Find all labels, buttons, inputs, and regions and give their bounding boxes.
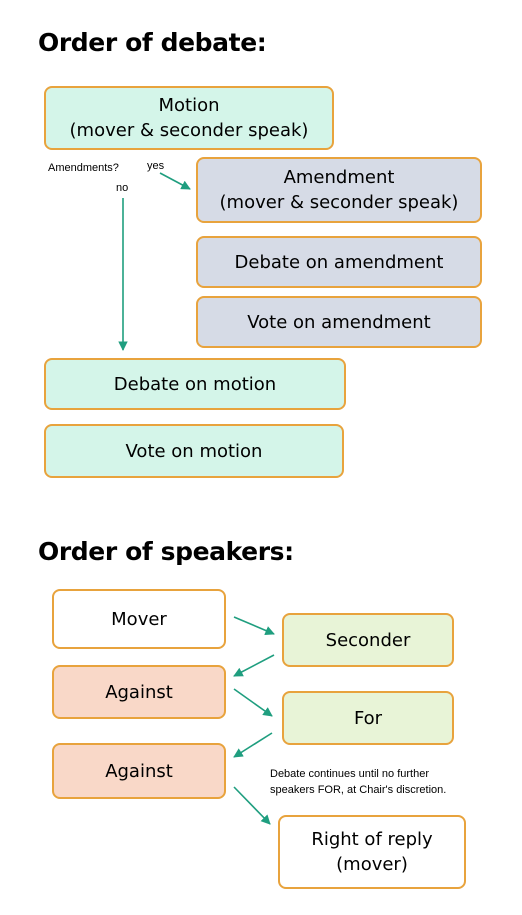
against-label-2: Against (105, 760, 173, 782)
vote-on-amendment-label: Vote on amendment (247, 311, 431, 333)
mover-label: Mover (111, 608, 167, 630)
against-box-2: Against (52, 743, 226, 799)
mover-box: Mover (52, 589, 226, 649)
seconder-box: Seconder (282, 613, 454, 667)
yes-label: yes (147, 160, 165, 172)
arrow-against-to-for (233, 688, 273, 717)
vote-on-amendment-box: Vote on amendment (196, 296, 482, 348)
debate-on-motion-box: Debate on motion (44, 358, 346, 410)
amendment-box: Amendment (mover & seconder speak) (196, 157, 482, 223)
arrow-yes-to-amendment (159, 172, 191, 190)
for-label: For (353, 707, 383, 729)
vote-on-motion-label: Vote on motion (125, 440, 263, 462)
vote-on-motion-box: Vote on motion (44, 424, 344, 478)
arrow-seconder-to-against (233, 654, 275, 677)
debate-on-amendment-box: Debate on amendment (196, 236, 482, 288)
right-of-reply-box: Right of reply (mover) (278, 815, 466, 889)
arrow-against-to-right-of-reply (233, 786, 271, 825)
note-line-1: Debate continues until no further (270, 768, 429, 780)
debate-on-motion-label: Debate on motion (113, 373, 277, 395)
amendment-title: Amendment (283, 167, 395, 188)
debate-on-amendment-label: Debate on amendment (234, 251, 444, 273)
motion-box: Motion (mover & seconder speak) (44, 86, 334, 150)
arrow-for-to-against (233, 732, 273, 758)
for-box: For (282, 691, 454, 745)
right-of-reply-subtitle: (mover) (336, 854, 408, 875)
order-of-speakers-heading: Order of speakers: (38, 537, 294, 566)
seconder-label: Seconder (325, 629, 411, 651)
against-label-1: Against (105, 681, 173, 703)
amendments-question-label: Amendments? (48, 162, 119, 174)
no-label: no (116, 182, 129, 194)
debate-continues-note: Debate continues until no further speake… (270, 766, 446, 798)
amendment-subtitle: (mover & seconder speak) (219, 192, 459, 213)
note-line-2: speakers FOR, at Chair's discretion. (270, 784, 447, 796)
order-of-debate-heading: Order of debate: (38, 28, 267, 57)
right-of-reply-title: Right of reply (311, 829, 433, 850)
motion-subtitle: (mover & seconder speak) (69, 120, 309, 141)
motion-title: Motion (158, 95, 220, 116)
against-box-1: Against (52, 665, 226, 719)
arrow-mover-to-seconder (233, 616, 275, 636)
